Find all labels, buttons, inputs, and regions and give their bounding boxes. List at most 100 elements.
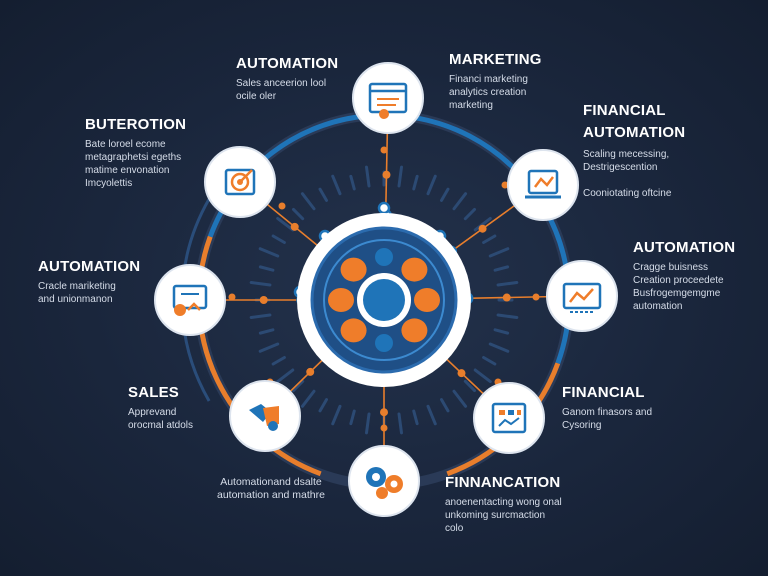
ray-dash: [249, 281, 272, 287]
hand-orange: [263, 406, 279, 426]
ray-dash: [493, 328, 510, 335]
title-financial-right: FINANCIAL: [562, 384, 645, 401]
orange-dot: [380, 146, 388, 154]
title-sales: SALES: [128, 384, 180, 401]
ray-dash: [258, 265, 275, 272]
node-4: [348, 445, 420, 517]
title-financial-automation: FINANCIAL AUTOMATION: [583, 102, 686, 141]
cursor-dot: [379, 109, 389, 119]
ray-dash: [291, 207, 305, 221]
label-sales: SALES Apprevand orocmal atdols: [128, 384, 193, 432]
hub-petal: [375, 248, 393, 266]
desc-automation-right: Cragge buisness Creation proceedete Busf…: [633, 262, 724, 312]
calendar-board-icon: [491, 402, 527, 434]
spoke-dot: [259, 296, 268, 304]
desc-marketing: Financi marketing analytics creation mar…: [449, 74, 528, 111]
trend-line: [569, 288, 594, 303]
orange-dot: [532, 293, 540, 301]
ray-dash: [482, 234, 497, 244]
ray-dash: [365, 412, 371, 435]
label-automation-left: AUTOMATION Cracle mariketing and unionma…: [38, 258, 140, 306]
ray-dash: [331, 174, 342, 196]
ray-dash: [271, 234, 286, 244]
title-buterotion: BUTEROTION: [85, 116, 187, 133]
orange-dot: [501, 181, 509, 189]
ray-dash: [496, 313, 519, 319]
pie-dot: [174, 304, 186, 316]
ray-dash: [452, 192, 468, 211]
ray-dash: [488, 247, 510, 258]
title-marketing: MARKETING: [449, 51, 542, 68]
node-3: [473, 382, 545, 454]
ray-dash: [291, 379, 305, 393]
hand-dot: [268, 421, 278, 431]
ray-dash: [258, 342, 280, 353]
ray-dash: [318, 398, 328, 413]
trend-line: [498, 417, 520, 427]
hub-petal: [340, 318, 367, 343]
hub-petal: [401, 257, 428, 282]
cell: [517, 410, 521, 415]
ray-dash: [397, 412, 403, 435]
orange-dot: [278, 202, 286, 210]
desc-financial-automation: Scaling mecessing, Destrigescention Coon…: [583, 149, 672, 199]
hub-ring-dot: [377, 201, 391, 215]
ray-dash: [271, 356, 286, 366]
desc-sales: Apprevand orocmal atdols: [128, 407, 194, 431]
desc-finnancation: anoenentacting wong onal unkoming surcma…: [445, 497, 562, 534]
ray-dash: [496, 281, 519, 287]
ray-dash: [426, 404, 437, 426]
desc-automation-top: Sales anceerion lool ocile oler: [236, 78, 327, 102]
ray-dash: [452, 389, 468, 408]
label-marketing: MARKETING Financi marketing analytics cr…: [449, 51, 542, 112]
node-7: [204, 146, 276, 218]
label-financial-right: FINANCIAL Ganom finasors and Cysoring: [562, 384, 652, 432]
ray-dash: [463, 207, 477, 221]
label-finnancation: FINNANCATION anoenentacting wong onal un…: [445, 474, 562, 535]
hub-petal: [401, 318, 428, 343]
hub-inner-ring: [323, 239, 445, 361]
desc-automation-left: Cracle mariketing and unionmanon: [38, 281, 116, 305]
spoke-dot: [502, 293, 511, 302]
ray-dash: [331, 404, 342, 426]
label-financial-automation: FINANCIAL AUTOMATION Scaling mecessing, …: [583, 100, 685, 200]
desc-bottom-left: Automationand dsalte automation and math…: [217, 476, 325, 501]
ray-dash: [440, 187, 450, 202]
ray-dash: [463, 379, 477, 393]
ray-dash: [397, 165, 403, 188]
node-1: [507, 149, 579, 221]
ray-dash: [473, 216, 492, 232]
label-automation-right: AUTOMATION Cragge buisness Creation proc…: [633, 239, 735, 313]
spoke-dot: [306, 367, 315, 376]
ray-dash: [258, 247, 280, 258]
arrow: [239, 169, 253, 183]
cell: [499, 410, 505, 415]
center-hub: [297, 213, 471, 387]
ray-dash: [300, 192, 316, 211]
node-5: [229, 380, 301, 452]
trend: [187, 302, 201, 311]
label-buterotion: BUTEROTION Bate loroel ecome metagraphet…: [85, 116, 186, 190]
orange-dot: [228, 293, 236, 301]
gear-hole: [390, 480, 398, 488]
title-finnancation: FINNANCATION: [445, 474, 561, 491]
ray-dash: [473, 368, 492, 384]
spoke-dot: [380, 408, 388, 417]
node-6: [154, 264, 226, 336]
ray-dash: [365, 165, 371, 188]
node-2: [546, 260, 618, 332]
orange-dot: [380, 424, 388, 432]
ray-dash: [488, 342, 510, 353]
ray-dash: [276, 368, 295, 384]
spoke-dot: [457, 369, 466, 378]
desc-financial-right: Ganom finasors and Cysoring: [562, 407, 653, 431]
title-automation-top: AUTOMATION: [236, 55, 339, 72]
desc-buterotion: Bate loroel ecome metagraphetsi egeths m…: [85, 139, 182, 189]
ray-dash: [493, 265, 510, 272]
trend-line: [534, 176, 554, 188]
gear-hole: [372, 473, 380, 481]
ray-dash: [412, 409, 419, 426]
node-circles: [154, 62, 618, 517]
ray-dash: [349, 174, 356, 191]
hub-petal: [414, 288, 440, 312]
